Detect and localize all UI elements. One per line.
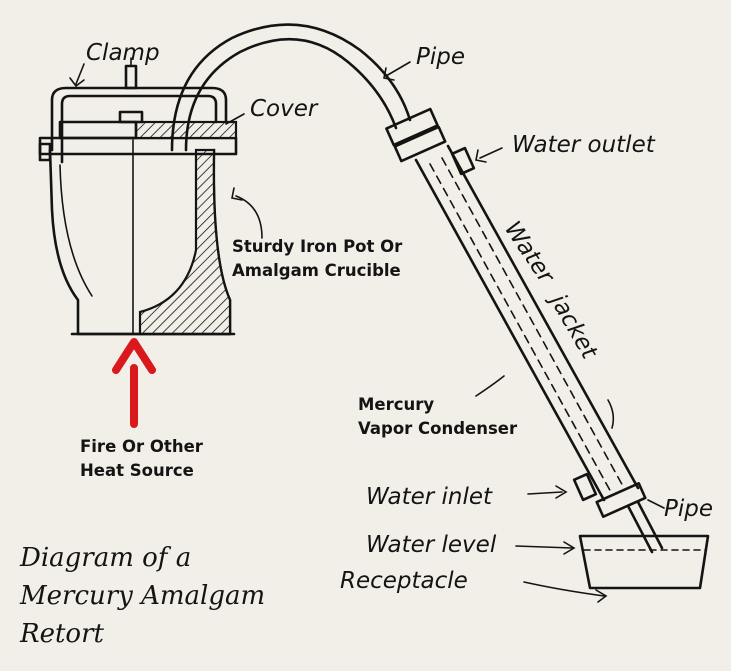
- label-condenser-line2: Vapor Condenser: [358, 419, 518, 438]
- label-pot-line1: Sturdy Iron Pot Or: [232, 237, 403, 256]
- diagram-title: Diagram of a Mercury Amalgam Retort: [19, 543, 265, 649]
- label-water-level: Water level: [366, 532, 497, 558]
- title-line1: Diagram of a: [19, 543, 191, 573]
- condenser: [385, 107, 664, 554]
- labels: Clamp Cover Pipe Water outlet Sturdy Iro…: [80, 40, 713, 594]
- label-water-inlet: Water inlet: [366, 484, 493, 510]
- title-line2: Mercury Amalgam: [19, 581, 265, 611]
- iron-pot: [38, 136, 238, 336]
- label-water-outlet: Water outlet: [512, 132, 656, 158]
- label-clamp: Clamp: [86, 40, 160, 66]
- label-pipe-bottom: Pipe: [664, 496, 713, 522]
- label-heat-line1: Fire Or Other: [80, 437, 204, 456]
- title-line3: Retort: [19, 619, 104, 649]
- label-pipe-top: Pipe: [416, 44, 465, 70]
- label-condenser-line1: Mercury: [358, 395, 434, 414]
- label-pot-line2: Amalgam Crucible: [232, 261, 401, 280]
- label-water-jacket-2: jacket: [543, 287, 602, 364]
- leader-lines: [69, 61, 665, 603]
- receptacle: [578, 534, 710, 590]
- cover-and-clamp: [38, 57, 238, 164]
- label-cover: Cover: [250, 96, 319, 122]
- label-heat-line2: Heat Source: [80, 461, 194, 480]
- heat-arrow: [112, 338, 156, 428]
- label-receptacle: Receptacle: [340, 568, 468, 594]
- top-pipe: [170, 23, 412, 152]
